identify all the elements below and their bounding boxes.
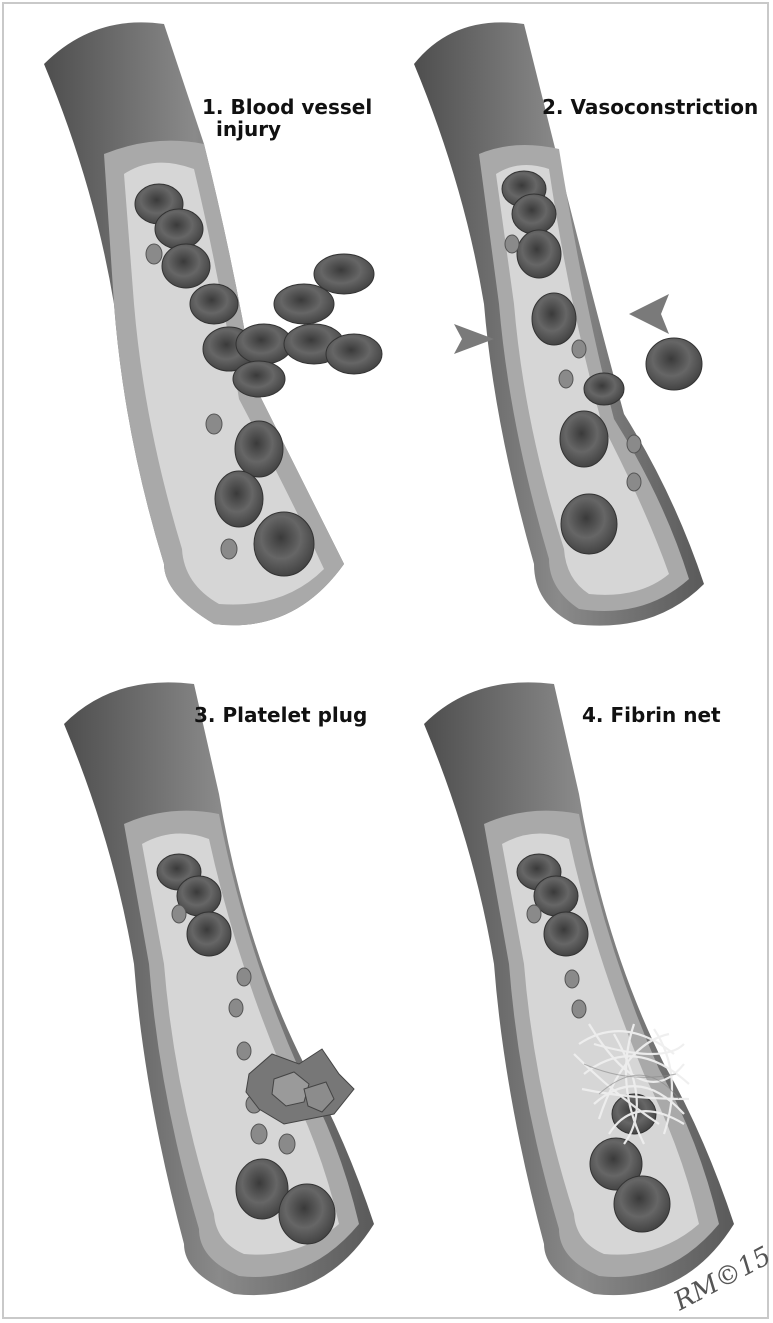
panel-2-title-line1: Vasoconstriction — [570, 95, 758, 119]
panel-3-number: 3. — [194, 703, 216, 727]
panel-1-title-line2: injury — [202, 118, 372, 140]
panel-1-title: 1. Blood vessel injury — [202, 96, 372, 140]
panel-platelet-plug: 3. Platelet plug — [4, 644, 384, 1319]
constriction-arrow-right — [629, 294, 669, 334]
panel-4-number: 4. — [582, 703, 604, 727]
panel-vasoconstriction: 2. Vasoconstriction — [384, 4, 769, 644]
panel-3-title-line1: Platelet plug — [222, 703, 367, 727]
panel-3-title: 3. Platelet plug — [194, 704, 367, 726]
panel-4-title: 4. Fibrin net — [582, 704, 721, 726]
panel-blood-vessel-injury: 1. Blood vessel injury — [4, 4, 384, 644]
fibrin-net-illustration — [384, 644, 769, 1319]
platelet-plug-illustration — [4, 644, 384, 1319]
panel-1-title-line1: Blood vessel — [230, 95, 372, 119]
panel-fibrin-net: 4. Fibrin net RM©15 — [384, 644, 769, 1319]
panel-4-title-line1: Fibrin net — [610, 703, 720, 727]
panel-2-title: 2. Vasoconstriction — [542, 96, 758, 118]
panel-1-number: 1. — [202, 95, 224, 119]
panel-2-number: 2. — [542, 95, 564, 119]
